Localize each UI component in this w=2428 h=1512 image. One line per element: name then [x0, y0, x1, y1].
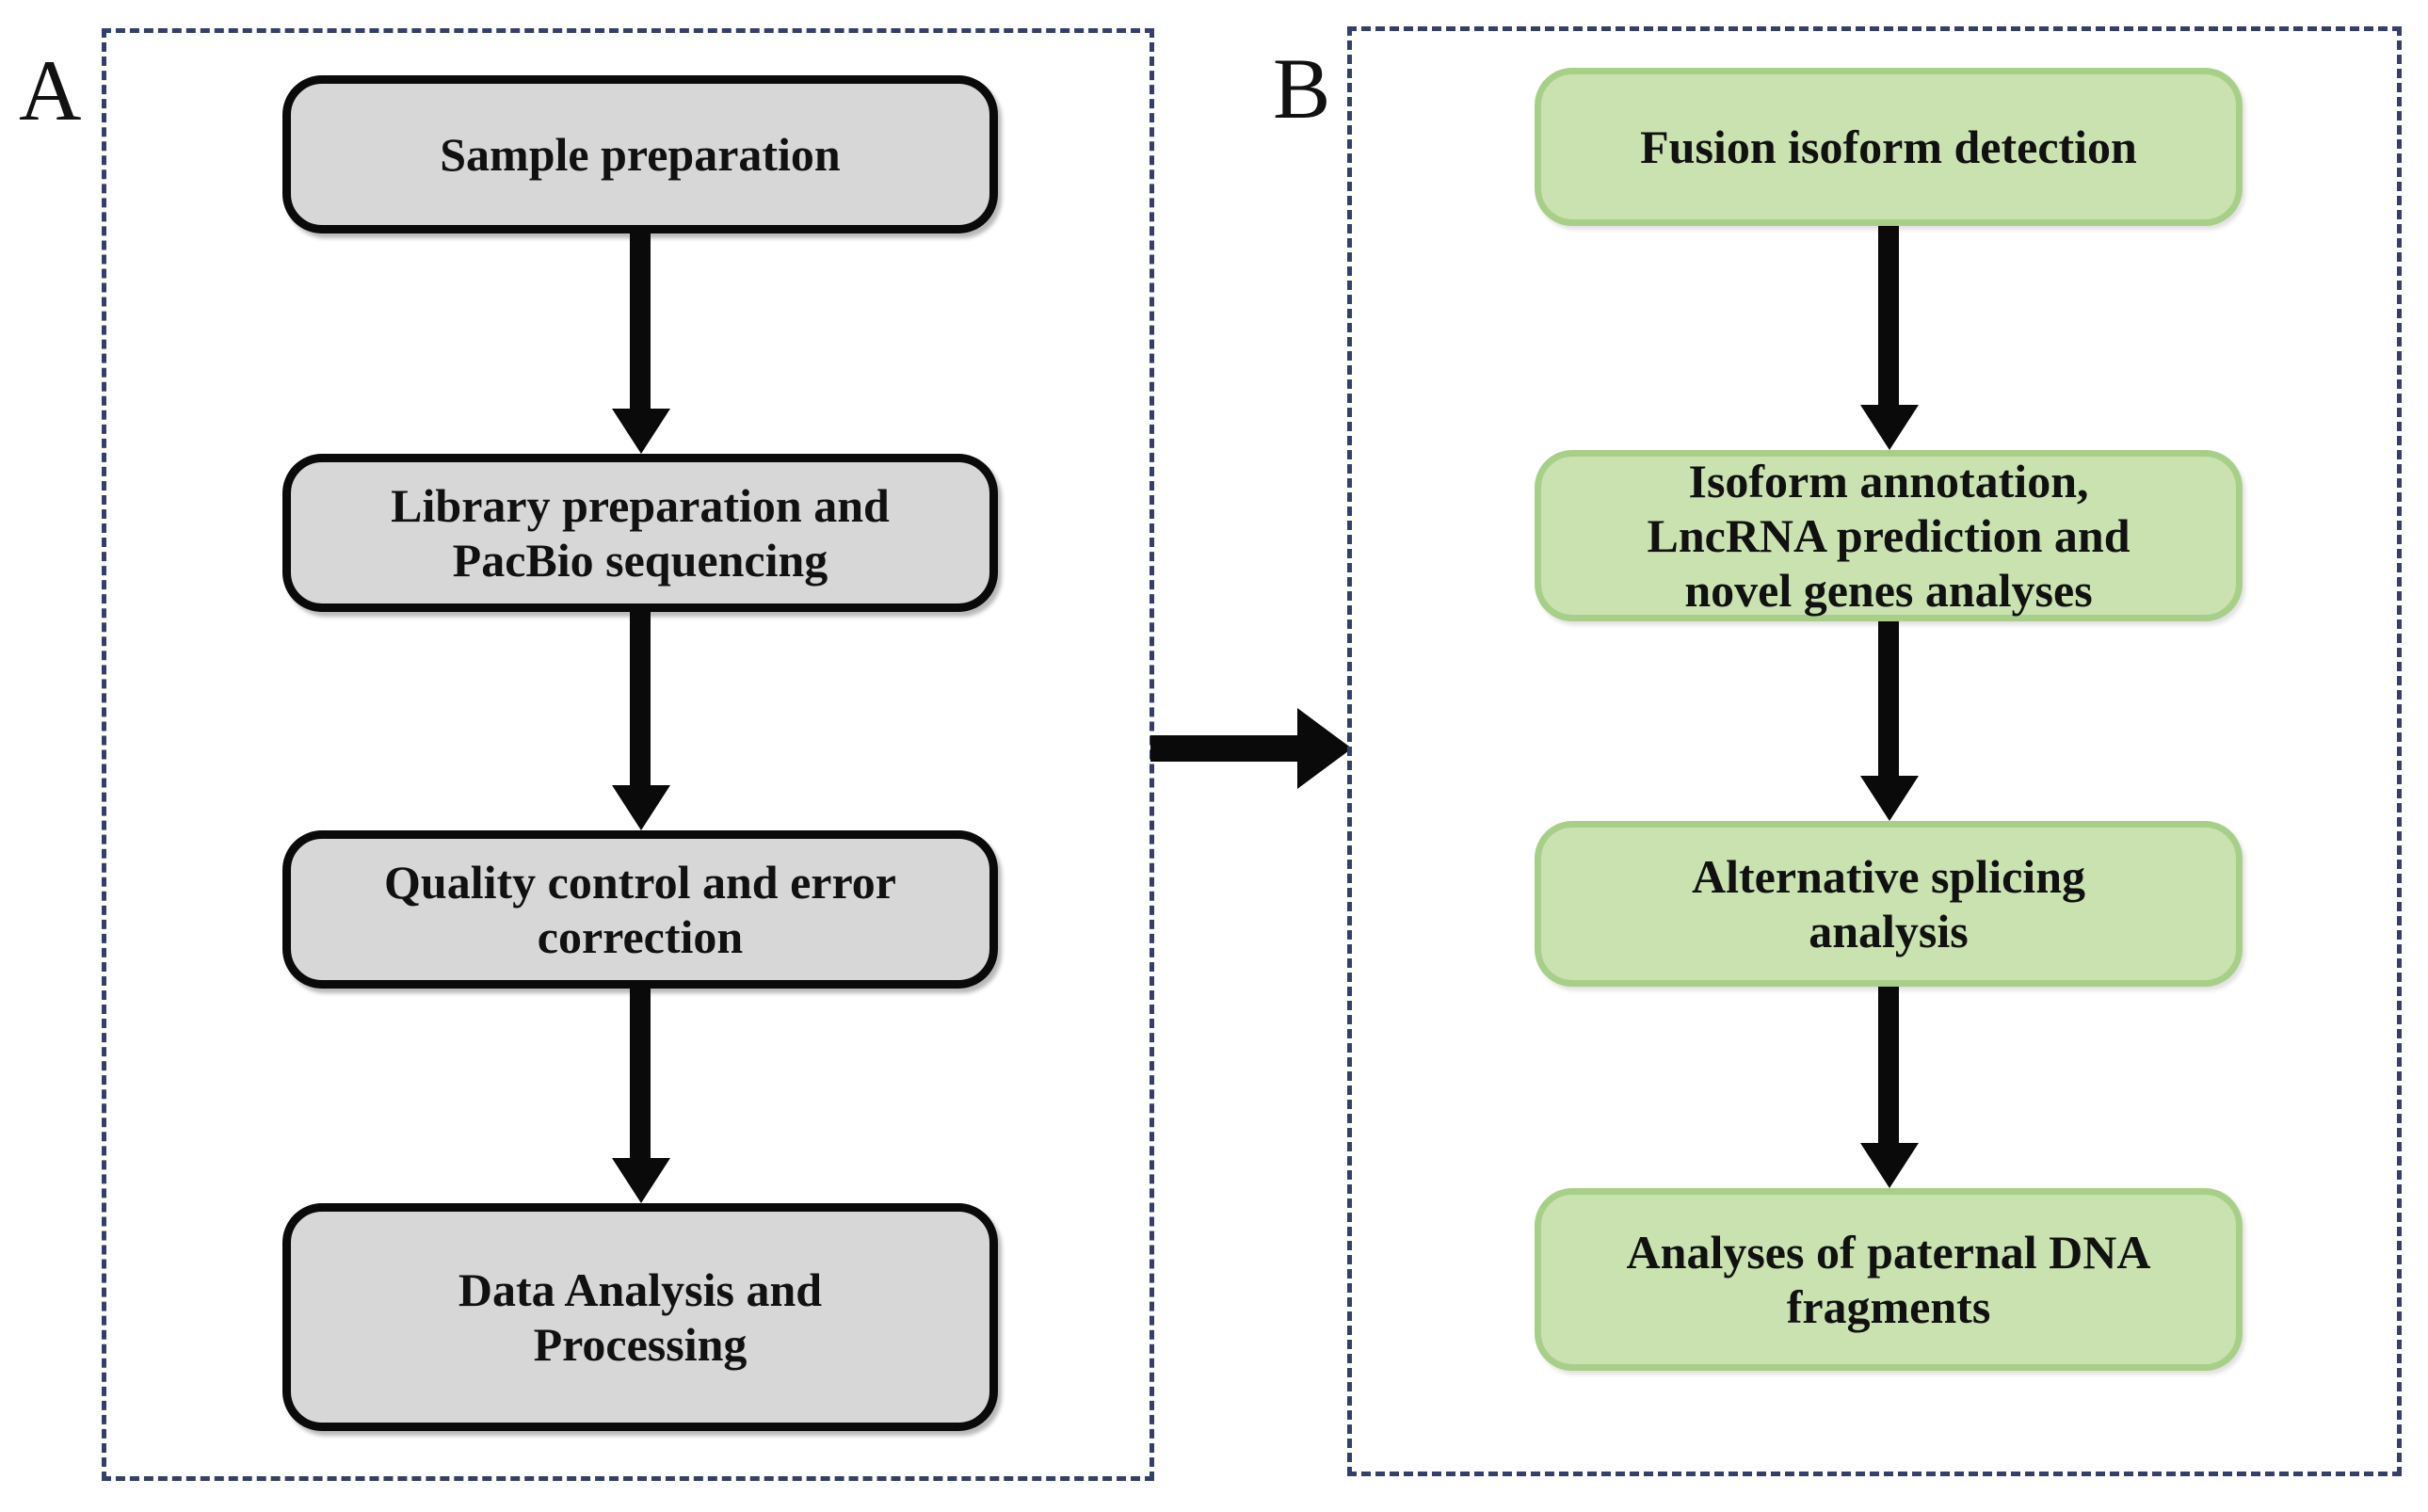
arrow-head-down-icon — [1860, 776, 1919, 821]
arrow-library-to-quality-control — [612, 612, 670, 830]
flow-box-label: Analyses of paternal DNA fragments — [1626, 1226, 2151, 1333]
arrow-shaft — [630, 989, 651, 1158]
flow-box-label: Isoform annotation, LncRNA prediction an… — [1647, 455, 2131, 617]
flow-box-fusion-isoform-detection[interactable]: Fusion isoform detection — [1535, 68, 2243, 226]
arrow-head-down-icon — [612, 1158, 670, 1203]
arrow-shaft — [1878, 226, 1899, 405]
flow-box-isoform-annotation-lncrna-novel-genes[interactable]: Isoform annotation, LncRNA prediction an… — [1535, 450, 2243, 621]
arrow-head-down-icon — [1860, 405, 1919, 450]
arrow-shaft — [1150, 735, 1301, 762]
arrow-shaft — [1878, 621, 1899, 776]
arrow-shaft — [1878, 987, 1899, 1143]
arrow-head-down-icon — [612, 409, 670, 454]
flow-box-alternative-splicing-analysis[interactable]: Alternative splicing analysis — [1535, 821, 2243, 987]
flow-box-library-preparation-pacbio-sequencing[interactable]: Library preparation and PacBio sequencin… — [282, 454, 998, 612]
arrow-panel-a-to-panel-b — [1150, 708, 1352, 789]
arrow-isoform-annotation-to-alternative-splicing — [1860, 621, 1919, 821]
arrow-quality-control-to-data-analysis — [612, 989, 670, 1203]
flow-box-label: Fusion isoform detection — [1640, 121, 2137, 173]
flow-box-analyses-paternal-dna-fragments[interactable]: Analyses of paternal DNA fragments — [1535, 1188, 2243, 1371]
panel-a-letter: A — [19, 42, 82, 138]
flow-box-label: Sample preparation — [440, 128, 841, 181]
panel-b-container — [1347, 26, 2402, 1476]
panel-b-letter: B — [1273, 40, 1331, 137]
flow-box-sample-preparation[interactable]: Sample preparation — [282, 75, 998, 233]
flow-box-quality-control-error-correction[interactable]: Quality control and error correction — [282, 830, 998, 989]
arrow-head-down-icon — [1860, 1143, 1919, 1188]
flow-box-label: Quality control and error correction — [384, 856, 896, 963]
arrow-head-right-icon — [1297, 708, 1352, 789]
arrow-sample-to-library — [612, 233, 670, 454]
arrow-alternative-splicing-to-paternal-dna — [1860, 987, 1919, 1188]
flow-box-label: Library preparation and PacBio sequencin… — [391, 479, 890, 587]
arrow-shaft — [630, 233, 651, 409]
arrow-head-down-icon — [612, 785, 670, 830]
arrow-fusion-to-isoform-annotation — [1860, 226, 1919, 450]
flow-box-label: Data Analysis and Processing — [458, 1263, 823, 1371]
flow-box-label: Alternative splicing analysis — [1691, 850, 2086, 957]
flow-box-data-analysis-processing[interactable]: Data Analysis and Processing — [282, 1203, 998, 1431]
arrow-shaft — [630, 612, 651, 785]
